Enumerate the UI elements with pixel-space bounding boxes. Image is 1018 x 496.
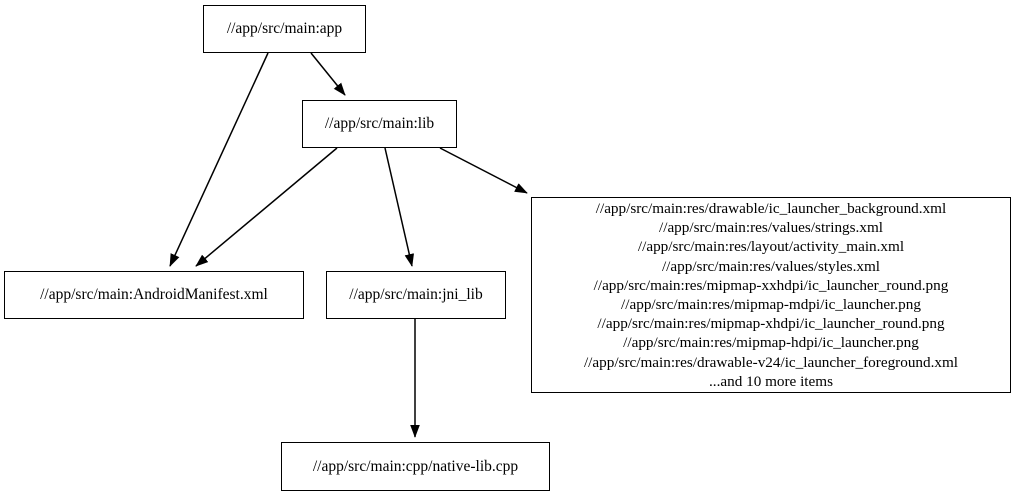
node-native-lib-cpp-label: //app/src/main:cpp/native-lib.cpp	[312, 457, 519, 475]
node-lib-label: //app/src/main:lib	[324, 115, 435, 133]
node-resources-group[interactable]: //app/src/main:res/drawable/ic_launcher_…	[531, 197, 1011, 393]
node-android-manifest-label: //app/src/main:AndroidManifest.xml	[40, 286, 268, 304]
edge-lib-to-resources	[439, 147, 528, 194]
node-jni-lib-label: //app/src/main:jni_lib	[349, 286, 483, 304]
edge-app-to-lib	[310, 52, 346, 96]
node-resources-group-label: //app/src/main:res/drawable/ic_launcher_…	[583, 199, 959, 390]
node-lib[interactable]: //app/src/main:lib	[302, 100, 457, 148]
edge-app-to-manifest	[169, 52, 269, 267]
node-native-lib-cpp[interactable]: //app/src/main:cpp/native-lib.cpp	[281, 442, 550, 491]
edge-lib-to-manifest	[195, 147, 338, 267]
node-android-manifest[interactable]: //app/src/main:AndroidManifest.xml	[4, 271, 304, 319]
edge-lib-to-jnilib	[384, 147, 415, 267]
node-app-label: //app/src/main:app	[226, 20, 343, 38]
node-app[interactable]: //app/src/main:app	[203, 5, 366, 53]
node-jni-lib[interactable]: //app/src/main:jni_lib	[326, 271, 506, 319]
